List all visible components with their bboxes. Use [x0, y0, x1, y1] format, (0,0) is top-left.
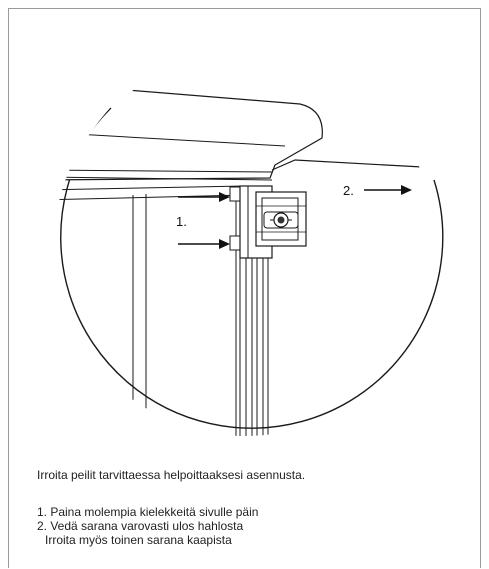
instruction-step: 2. Vedä sarana varovasti ulos hahlosta: [37, 519, 244, 533]
callout-label-1: 1.: [176, 214, 187, 229]
arrow-right-icon: [219, 192, 230, 202]
callout-label-2: 2.: [343, 183, 354, 198]
arrow-right-icon: [401, 185, 412, 195]
arrow-right-icon: [219, 239, 230, 249]
cabinet-top-molding: [54, 82, 323, 181]
callout-pull: 2.: [343, 183, 412, 198]
cabinet-detail: [54, 82, 436, 436]
frame-top-border: [8, 8, 481, 9]
detail-circle-outline: [60, 107, 444, 429]
door-panel-edge: [271, 159, 436, 171]
callout-tabs: 1.: [176, 192, 230, 249]
instruction-step: 1. Paina molempia kielekkeitä sivulle pä…: [37, 505, 259, 519]
instruction-intro: Irroita peilit tarvittaessa helpoittaaks…: [37, 468, 306, 482]
frame-left-border: [8, 8, 9, 568]
instruction-step: Irroita myös toinen sarana kaapista: [45, 533, 232, 547]
hinge-assembly: [229, 185, 307, 259]
hinge-removal-illustration: 1. 2.: [54, 82, 444, 436]
frame-right-border: [480, 8, 481, 568]
